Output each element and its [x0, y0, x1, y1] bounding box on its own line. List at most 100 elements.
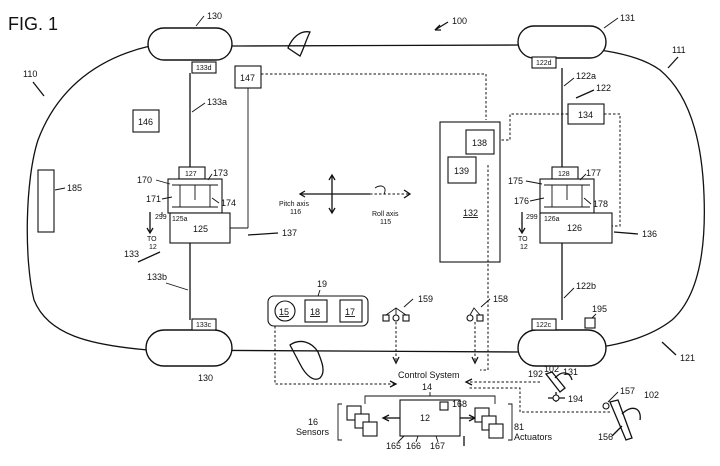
label-157: 157	[620, 386, 635, 396]
tire-front-bottom	[145, 329, 233, 367]
component-195	[584, 317, 596, 329]
label-131-top: 131	[620, 13, 635, 23]
label-133a: 133a	[207, 97, 227, 107]
component-146	[132, 109, 160, 133]
label-122a: 122a	[576, 71, 596, 81]
label-136: 136	[642, 229, 657, 239]
tire-front-top	[147, 27, 233, 61]
component-17	[339, 299, 363, 323]
steering-handle	[289, 340, 324, 380]
indicator-159-right	[402, 314, 410, 322]
label-133c: 133c	[196, 322, 212, 329]
label-134: 134	[578, 110, 593, 120]
label-box-133c	[191, 318, 217, 331]
pitch-axis-label: Pitch axis	[279, 201, 309, 208]
label-15: 15	[279, 307, 289, 317]
actuators-number: 81	[514, 422, 524, 432]
label-133b: 133b	[147, 272, 167, 282]
label-102-a: 102	[544, 364, 559, 374]
label-132: 132	[463, 208, 478, 218]
label-158: 158	[493, 294, 508, 304]
label-128: 128	[558, 171, 570, 178]
label-177: 177	[586, 168, 601, 178]
component-139	[447, 156, 477, 184]
label-194: 194	[568, 394, 583, 404]
label-100: 100	[452, 16, 467, 26]
svg-text:12: 12	[149, 244, 157, 251]
tire-rear-bottom	[517, 329, 607, 367]
pedal-pivot-194	[552, 394, 560, 402]
label-122b: 122b	[576, 281, 596, 291]
label-299-rear: 299	[526, 214, 538, 221]
label-111: 111	[672, 45, 686, 55]
label-192: 192	[528, 369, 543, 379]
label-131-bottom: 131	[563, 367, 578, 377]
indicator-158-left	[466, 314, 474, 322]
component-126	[539, 212, 613, 244]
label-133: 133	[124, 249, 139, 259]
indicator-158-right	[476, 314, 484, 322]
label-126: 126	[567, 223, 582, 233]
label-173: 173	[213, 168, 228, 178]
label-12: 12	[420, 413, 430, 423]
roll-axis-label: Roll axis	[372, 211, 399, 218]
label-176: 176	[514, 196, 529, 206]
label-156: 156	[598, 432, 613, 442]
label-19: 19	[317, 279, 327, 289]
figure-title: FIG. 1	[8, 14, 58, 34]
label-to12-rear: TO	[518, 236, 528, 243]
label-102-b: 102	[644, 390, 659, 400]
label-18: 18	[310, 307, 320, 317]
label-166: 166	[406, 441, 421, 451]
label-147: 147	[240, 73, 255, 83]
sensor-box-3	[362, 421, 378, 437]
component-185	[37, 169, 55, 233]
label-137: 137	[282, 228, 297, 238]
component-18	[304, 299, 328, 323]
label-139: 139	[454, 166, 469, 176]
pitch-axis-number: 116	[290, 209, 301, 216]
label-110: 110	[23, 69, 37, 79]
label-159: 159	[418, 294, 433, 304]
pedal-pivot-157	[602, 402, 610, 410]
control-system-number: 14	[422, 382, 432, 392]
label-to12-front: TO	[147, 236, 157, 243]
label-121: 121	[680, 353, 695, 363]
label-126a: 126a	[544, 216, 560, 223]
label-170: 170	[137, 175, 152, 185]
control-system-label: Control System	[398, 370, 460, 380]
label-122c: 122c	[536, 322, 552, 329]
label-125: 125	[193, 224, 208, 234]
actuators-label: Actuators	[514, 432, 553, 442]
label-box-122c	[531, 318, 557, 331]
pedal-102-a	[544, 371, 566, 393]
roll-axis-number: 115	[380, 219, 391, 226]
component-15	[274, 300, 296, 322]
label-box-133d	[191, 61, 217, 74]
label-195: 195	[592, 304, 607, 314]
label-171: 171	[146, 194, 161, 204]
label-122d: 122d	[536, 60, 552, 67]
label-174: 174	[221, 198, 236, 208]
label-133d: 133d	[196, 65, 212, 72]
label-185: 185	[67, 183, 82, 193]
component-125	[169, 212, 231, 244]
label-178: 178	[593, 199, 608, 209]
side-mirror	[287, 31, 311, 57]
label-box-122d	[531, 56, 557, 69]
svg-text:12: 12	[520, 244, 528, 251]
label-130-bottom: 130	[198, 373, 213, 383]
sensors-label: Sensors	[296, 427, 330, 437]
label-299-front: 299	[155, 214, 167, 221]
label-175: 175	[508, 176, 523, 186]
label-125a: 125a	[172, 216, 188, 223]
component-138	[465, 129, 495, 155]
tire-rear-top	[517, 25, 607, 59]
label-122: 122	[596, 83, 611, 93]
actuator-box-3	[488, 423, 504, 439]
component-168	[439, 401, 449, 411]
label-127: 127	[185, 171, 197, 178]
label-167: 167	[430, 441, 445, 451]
vehicle-body-outline	[26, 44, 705, 353]
